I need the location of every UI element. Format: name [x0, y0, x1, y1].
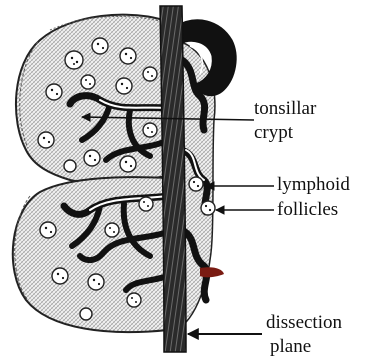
follicle — [52, 268, 68, 284]
follicle — [116, 78, 132, 94]
blood-vessel — [200, 267, 224, 277]
follicle — [38, 132, 54, 148]
label-dissection-plane-line1: dissection — [266, 312, 342, 334]
dissection-plane-band — [160, 6, 186, 352]
follicle — [120, 48, 136, 64]
follicle — [201, 201, 215, 215]
follicle — [92, 38, 108, 54]
follicle — [65, 51, 83, 69]
label-tonsillar-crypt-line2: crypt — [254, 122, 293, 144]
follicle — [139, 197, 153, 211]
follicle — [105, 223, 119, 237]
follicle — [88, 274, 104, 290]
follicle — [189, 177, 203, 191]
follicle — [64, 160, 76, 172]
follicle — [127, 293, 141, 307]
label-dissection-plane-line2: plane — [270, 336, 311, 358]
follicle — [80, 308, 92, 320]
follicle — [120, 156, 136, 172]
label-lymphoid-follicles-line1: lymphoid — [277, 174, 350, 196]
label-lymphoid-follicles-line2: follicles — [277, 199, 338, 221]
label-tonsillar-crypt-line1: tonsillar — [254, 98, 316, 120]
follicle — [84, 150, 100, 166]
follicle — [81, 75, 95, 89]
follicle — [40, 222, 56, 238]
follicle — [143, 67, 157, 81]
follicle — [143, 123, 157, 137]
follicle — [46, 84, 62, 100]
